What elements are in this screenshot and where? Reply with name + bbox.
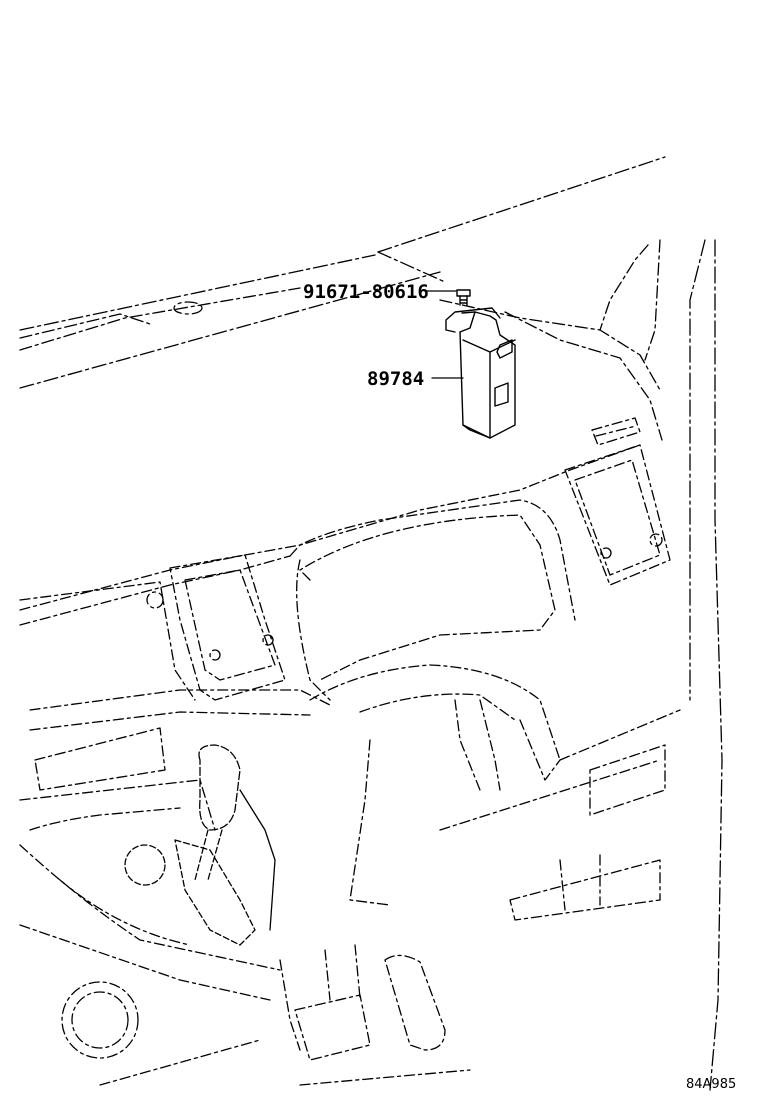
part-callout-module: 89784 bbox=[367, 368, 425, 390]
shift-lever bbox=[124, 744, 276, 946]
lower-right-panel bbox=[509, 744, 666, 921]
leader-lines bbox=[426, 290, 464, 379]
dashboard-top bbox=[19, 239, 663, 441]
part-callout-bolt: 91671-80616 bbox=[303, 281, 429, 303]
instrument-hood bbox=[19, 444, 641, 701]
steering-column bbox=[29, 664, 681, 906]
right-air-vent bbox=[564, 417, 671, 586]
control-module bbox=[445, 307, 516, 439]
figure-reference-code: 84A985 bbox=[686, 1077, 737, 1092]
bolt bbox=[456, 289, 471, 306]
windshield-outline bbox=[19, 156, 666, 389]
center-console bbox=[19, 727, 281, 971]
a-pillar bbox=[689, 239, 723, 1091]
left-air-vent bbox=[19, 554, 286, 701]
pedals bbox=[19, 924, 471, 1086]
